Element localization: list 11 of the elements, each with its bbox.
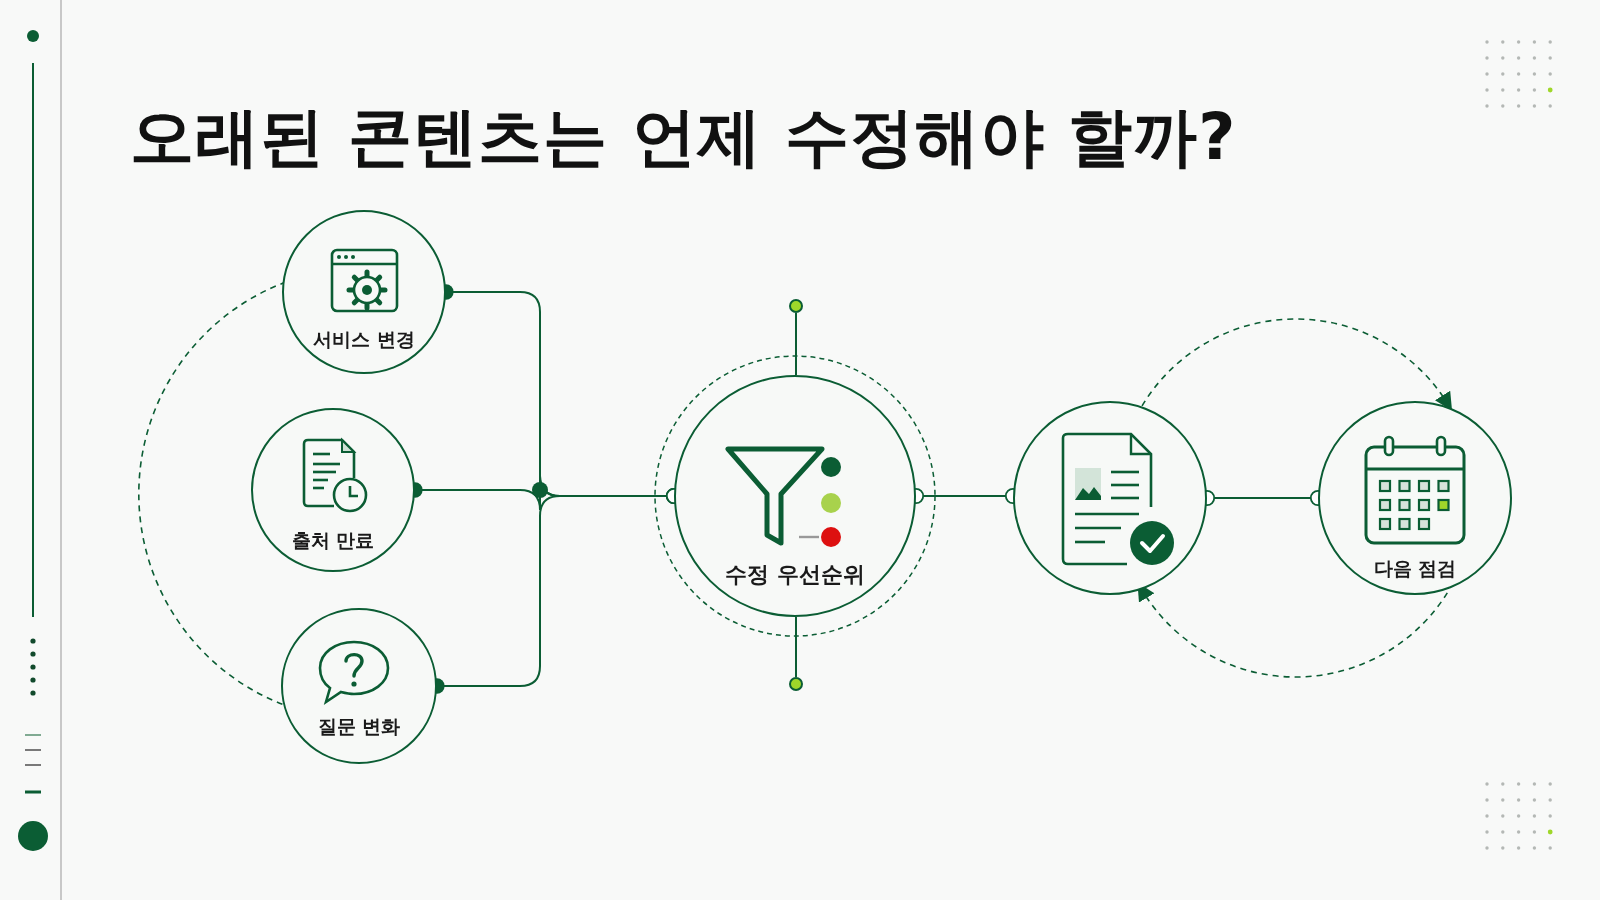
endpoint-dot [789,677,803,691]
dashed-arrow [1141,318,1453,411]
node-label: 다음 점검 [1372,556,1458,582]
connector-line [795,312,797,376]
node-label: 서비스 변경 [312,327,416,353]
endpoint-dot [789,299,803,313]
node-label: 출처 만료 [290,528,376,554]
connector-line [795,616,797,678]
node-label: 수정 우선순위 [724,561,866,590]
title: 오래된 콘텐츠는 언제 수정해야 할까? [130,99,1237,176]
node-label: 질문 변화 [316,714,402,740]
